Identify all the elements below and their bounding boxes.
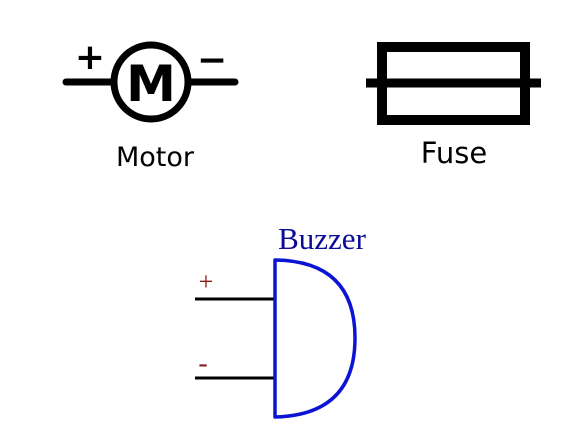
buzzer-minus-mark: - (198, 348, 207, 379)
buzzer-dome-outline (273, 258, 357, 419)
motor-plus-mark: + (75, 37, 105, 78)
buzzer-plus-mark: + (199, 267, 214, 296)
motor-letter: M (126, 55, 176, 113)
buzzer-symbol: Buzzer + - (195, 221, 367, 419)
motor-symbol: M + − Motor (62, 37, 239, 173)
fuse-label: Fuse (421, 136, 487, 170)
fuse-symbol: Fuse (366, 42, 541, 170)
motor-body-circle (110, 41, 192, 123)
buzzer-label: Buzzer (278, 221, 366, 256)
motor-minus-mark: − (197, 40, 227, 81)
motor-label: Motor (116, 142, 195, 173)
